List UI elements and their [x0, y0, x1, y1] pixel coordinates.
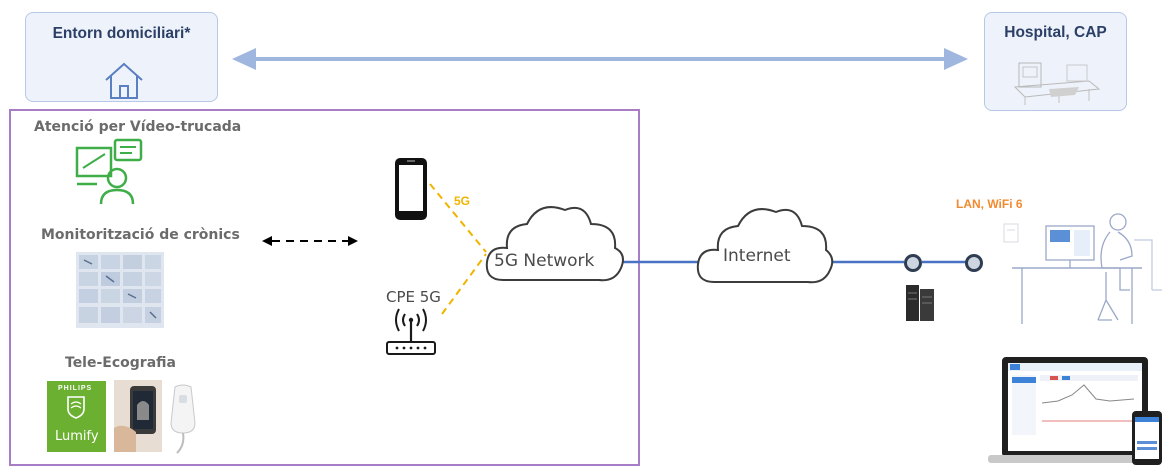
- network-line: [620, 260, 966, 264]
- lumify-logo: PHILIPS Lumify: [47, 381, 106, 452]
- philips-brand: PHILIPS: [58, 385, 93, 392]
- ultrasound-phone-icon: [114, 380, 162, 452]
- telemonitoring-dashboard-icon: [988, 357, 1162, 465]
- philips-shield-icon: [67, 396, 85, 419]
- hospital-title: Hospital, CAP: [1004, 24, 1107, 41]
- home-environment-title: Entorn domiciliari*: [52, 25, 191, 42]
- monitoring-link-arrow: [262, 236, 358, 246]
- monitoring-devices-icon: [76, 252, 164, 328]
- smartphone-icon: [395, 158, 427, 220]
- 5g-network-cloud: [485, 206, 624, 282]
- home-environment-box: Entorn domiciliari*: [25, 12, 218, 102]
- lan-wifi-label: LAN, WiFi 6: [956, 197, 1023, 211]
- tele-ultrasound-label: Tele-Ecografia: [65, 355, 176, 371]
- ultrasound-probe-icon: [170, 384, 196, 454]
- 5g-links: [429, 183, 487, 315]
- network-node-icon: [965, 254, 983, 272]
- server-icon: [906, 285, 934, 321]
- 5g-link-label: 5G: [454, 194, 471, 208]
- cpe-router-icon: [386, 308, 436, 355]
- hospital-bed-icon: [1013, 62, 1101, 105]
- internet-cloud: [696, 208, 834, 284]
- video-call-icon: [75, 138, 143, 205]
- cpe-5g-label: CPE 5G: [386, 288, 441, 306]
- video-call-label: Atenció per Vídeo-trucada: [34, 119, 242, 135]
- home-hospital-arrow: [232, 48, 968, 70]
- lumify-product: Lumify: [55, 429, 99, 444]
- 5g-network-label: 5G Network: [494, 251, 595, 271]
- network-node-icon: [904, 254, 922, 272]
- internet-label: Internet: [723, 246, 791, 266]
- clinician-workstation-icon: [1003, 213, 1162, 324]
- house-icon: [105, 62, 143, 99]
- home-services-frame: [9, 109, 640, 466]
- chronic-monitoring-label: Monitorització de crònics: [41, 227, 240, 243]
- hospital-box: Hospital, CAP: [984, 12, 1127, 111]
